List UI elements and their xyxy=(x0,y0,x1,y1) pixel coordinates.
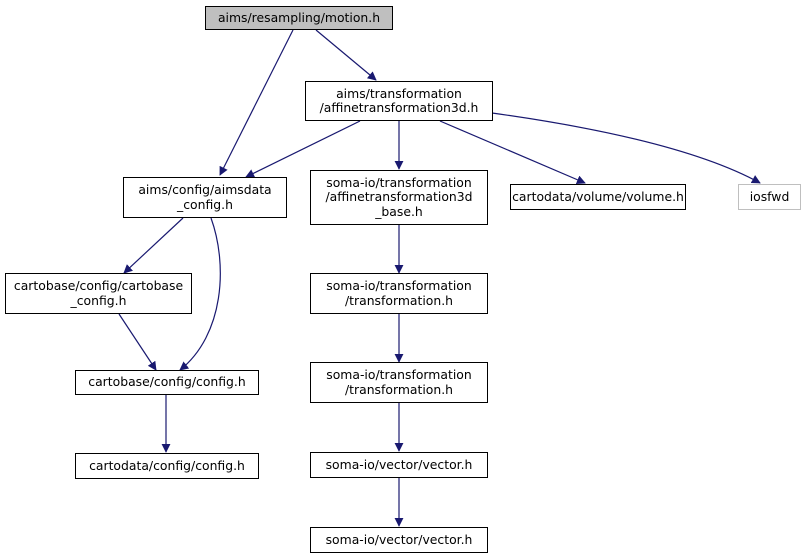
node-label-line: /transformation.h xyxy=(344,381,454,397)
node-iosfwd: iosfwd xyxy=(738,184,801,210)
node-label-line: _base.h xyxy=(375,203,423,219)
node-cartodata-volume-volume-h[interactable]: cartodata/volume/volume.h xyxy=(510,184,686,210)
node-label-line: _config.h xyxy=(70,292,127,308)
node-cartobase-config-config-h[interactable]: cartobase/config/config.h xyxy=(75,370,259,395)
node-label-line: /affinetransformation3d xyxy=(325,189,473,205)
edge-aimsdata-config-to-cartobase-config xyxy=(123,217,184,274)
node-soma-io-vector-vector-h-2[interactable]: soma-io/vector/vector.h xyxy=(310,527,488,553)
edge-affine-to-aimsdata-config xyxy=(245,120,361,178)
node-label-line: cartobase/config/cartobase xyxy=(13,278,184,294)
edge-motion-to-affine xyxy=(315,29,377,81)
node-soma-io-transformation-transformation-h-1[interactable]: soma-io/transformation/transformation.h xyxy=(310,273,488,314)
node-soma-io-transformation-affinetransformation3d-base-h[interactable]: soma-io/transformation/affinetransformat… xyxy=(310,170,488,225)
node-label-line: /transformation.h xyxy=(344,292,454,308)
node-label-line: _config.h xyxy=(177,196,233,212)
edge-aimsdata-config-to-config xyxy=(179,217,221,371)
edge-affine-to-iosfwd xyxy=(491,112,761,184)
edge-cartobase-config-to-config xyxy=(118,313,157,371)
edge-affine-to-volume xyxy=(439,120,586,184)
node-label-line: soma-io/vector/vector.h xyxy=(325,531,473,547)
node-label-line: iosfwd xyxy=(749,188,790,204)
node-label-line: aims/transformation xyxy=(336,85,462,101)
node-label-line: soma-io/transformation xyxy=(326,367,472,383)
node-label-line: soma-io/transformation xyxy=(326,174,472,190)
node-cartodata-config-config-h[interactable]: cartodata/config/config.h xyxy=(75,453,259,479)
node-label-line: soma-io/vector/vector.h xyxy=(325,456,473,472)
node-aims-config-aimsdata-config-h[interactable]: aims/config/aimsdata_config.h xyxy=(123,177,287,218)
node-aims-transformation-affinetransformation3d-h[interactable]: aims/transformation/affinetransformation… xyxy=(305,81,493,121)
node-label-line: /affinetransformation3d.h xyxy=(319,100,479,115)
node-aims-resampling-motion-h: aims/resampling/motion.h xyxy=(205,6,393,30)
node-label-line: soma-io/transformation xyxy=(326,278,472,294)
node-label-line: aims/config/aimsdata xyxy=(138,182,272,198)
node-label-line: cartodata/config/config.h xyxy=(89,457,245,473)
node-label-line: aims/resampling/motion.h xyxy=(217,9,381,25)
node-label-line: cartobase/config/config.h xyxy=(88,374,246,390)
node-label-line: cartodata/volume/volume.h xyxy=(512,188,684,204)
node-cartobase-config-cartobase-config-h[interactable]: cartobase/config/cartobase_config.h xyxy=(5,273,192,314)
node-soma-io-vector-vector-h-1[interactable]: soma-io/vector/vector.h xyxy=(310,452,488,478)
node-soma-io-transformation-transformation-h-2[interactable]: soma-io/transformation/transformation.h xyxy=(310,362,488,403)
edge-motion-to-aimsdata-config xyxy=(219,29,294,176)
